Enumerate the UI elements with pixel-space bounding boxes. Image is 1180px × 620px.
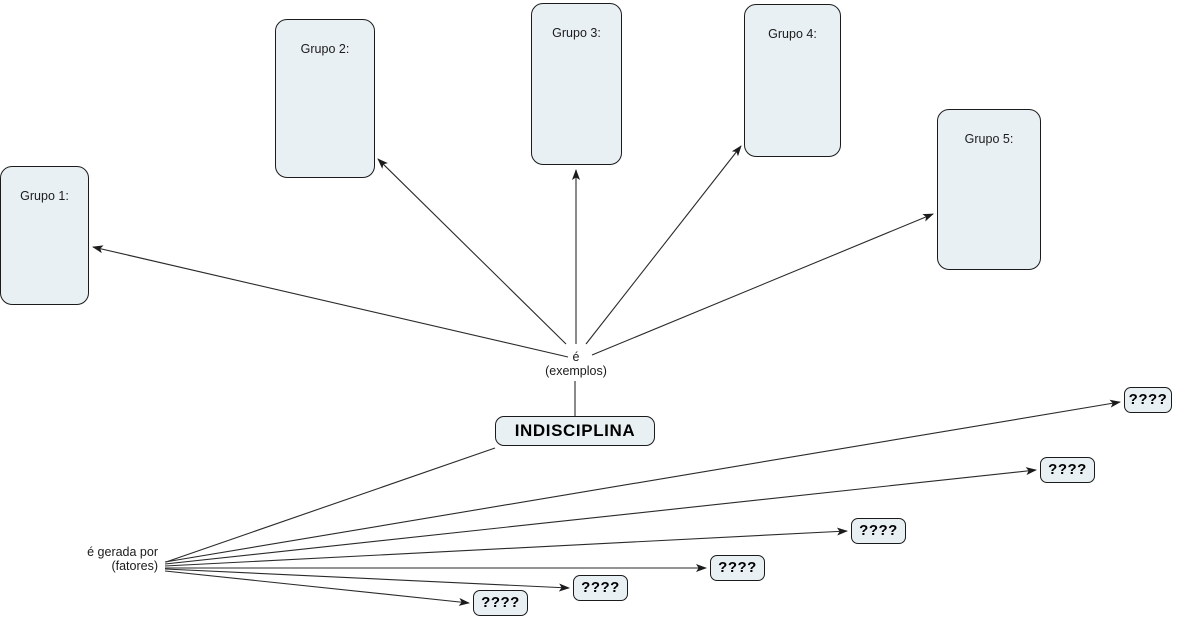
grupo-box-1[interactable]: Grupo 1: [0, 166, 89, 305]
fator-label-5: ???? [581, 579, 620, 596]
fator-box-2[interactable]: ???? [1040, 457, 1095, 483]
grupo-label-1: Grupo 1: [20, 189, 69, 203]
fator-box-1[interactable]: ???? [1124, 387, 1172, 413]
grupo-box-3[interactable]: Grupo 3: [531, 3, 622, 165]
edge-exemplos-to-grupo-4 [585, 145, 742, 345]
edge-fatores-to-fator-1 [164, 399, 1121, 563]
fator-box-4[interactable]: ???? [710, 555, 765, 581]
grupo-box-4[interactable]: Grupo 4: [744, 4, 841, 157]
fator-label-2: ???? [1048, 461, 1087, 478]
fator-box-6[interactable]: ???? [473, 590, 528, 616]
fator-label-1: ???? [1128, 391, 1168, 408]
grupo-label-3: Grupo 3: [552, 26, 601, 40]
central-node-label: INDISCIPLINA [514, 421, 636, 440]
fator-box-3[interactable]: ???? [851, 518, 906, 544]
edge-label-exemplos: é (exemplos) [545, 350, 607, 378]
edge-exemplos-to-grupo-2 [377, 158, 567, 345]
fator-label-6: ???? [481, 594, 520, 611]
edge-exemplos-to-grupo-5 [591, 213, 934, 356]
edge-fatores-to-fator-5 [164, 568, 570, 592]
edge-fatores-to-fator-6 [164, 570, 470, 606]
central-node-indisciplina[interactable]: INDISCIPLINA [495, 416, 655, 446]
grupo-box-5[interactable]: Grupo 5: [937, 109, 1041, 270]
edge-label-fatores: é gerada por (fatores) [87, 545, 158, 573]
fator-label-4: ???? [718, 559, 757, 576]
grupo-label-4: Grupo 4: [768, 27, 817, 41]
grupo-label-5: Grupo 5: [964, 132, 1014, 146]
grupo-box-2[interactable]: Grupo 2: [275, 19, 375, 178]
fator-box-5[interactable]: ???? [573, 575, 628, 601]
edge-exemplos-to-grupo-1 [92, 245, 569, 358]
edge-fatores-to-fator-2 [164, 467, 1037, 565]
grupo-label-2: Grupo 2: [300, 42, 350, 56]
fator-label-3: ???? [859, 522, 898, 539]
edge-indisciplina-to-fatores [165, 447, 496, 563]
edge-fatores-to-fator-3 [164, 527, 848, 567]
